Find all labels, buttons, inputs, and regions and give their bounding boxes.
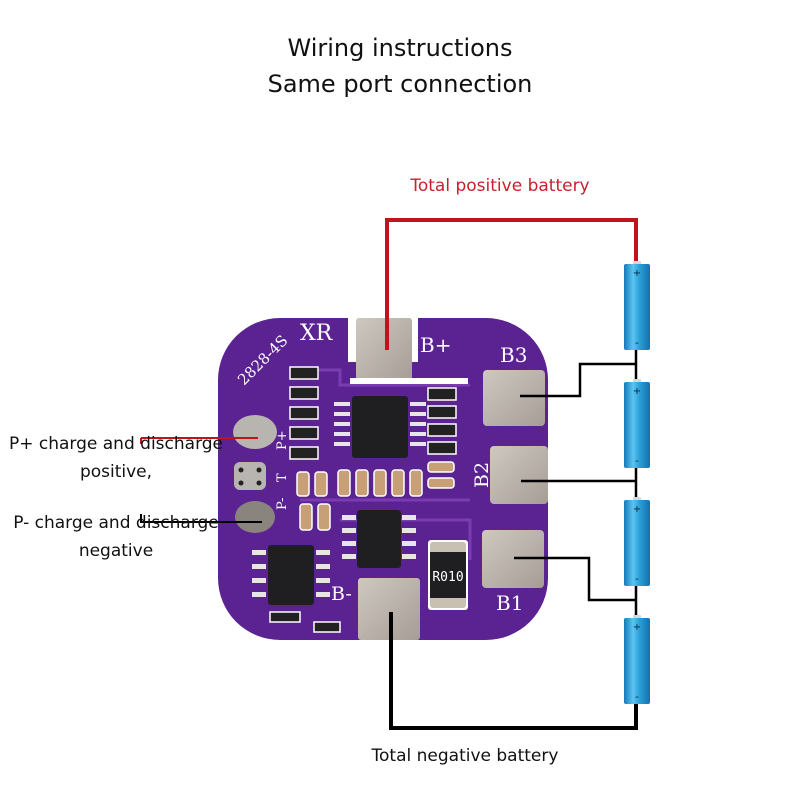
b3-wire <box>520 362 636 398</box>
battery-minus-sign: - <box>635 454 639 467</box>
total-negative-label: Total negative battery <box>371 746 559 766</box>
battery-stack: +-+-+-+- <box>624 261 650 704</box>
battery-body <box>624 618 650 704</box>
shunt-resistor <box>430 552 466 598</box>
battery-plus-sign: + <box>633 622 641 633</box>
t-port <box>234 462 266 490</box>
b-plus-pad <box>356 318 412 380</box>
t-silk-label: T <box>275 473 290 482</box>
resistor-column-right <box>427 387 457 455</box>
b1-pad <box>482 530 544 588</box>
b-plus-label: B+ <box>420 333 451 357</box>
p-plus-label-line2: positive, <box>79 462 153 482</box>
diagram-subtitle: Same port connection <box>267 70 533 98</box>
battery-plus-sign: + <box>633 504 641 515</box>
p-minus-port <box>235 501 275 533</box>
battery-body <box>624 264 650 350</box>
b2-pad <box>490 446 548 504</box>
b1-wire <box>514 556 636 602</box>
main-ic <box>352 396 408 458</box>
total-positive-label: Total positive battery <box>410 176 590 196</box>
p-minus-label-line2: negative <box>78 541 154 561</box>
diagram-title: Wiring instructions <box>287 34 513 62</box>
main-ic-pins <box>334 402 426 446</box>
battery-minus-sign: - <box>635 336 639 349</box>
battery-cell: +- <box>624 497 650 586</box>
b1-label: B1 <box>496 591 523 615</box>
battery-cell: +- <box>624 261 650 350</box>
mosfet-2 <box>268 545 314 605</box>
b-minus-label: B- <box>331 583 352 605</box>
battery-minus-sign: - <box>635 572 639 585</box>
p-plus-port <box>233 415 277 449</box>
p-minus-silk-label: P- <box>275 498 290 510</box>
board-brand-label: XR <box>300 321 334 346</box>
p-plus-label-line1: P+ charge and discharge <box>8 434 224 454</box>
bms-board: R010 2828-4S XR B+ B3 B2 B1 B- P+ T P- <box>218 318 548 640</box>
capacitor-row <box>296 461 455 531</box>
b3-label: B3 <box>500 343 527 367</box>
p-minus-label-line1: P- charge and discharge <box>13 513 219 533</box>
p-plus-silk-label: P+ <box>275 430 290 450</box>
total-negative-wire <box>389 612 638 730</box>
total-positive-wire <box>385 218 638 350</box>
shunt-label: R010 <box>432 570 463 585</box>
b2-label: B2 <box>471 462 493 488</box>
battery-cell: +- <box>624 615 650 704</box>
b-minus-pad <box>358 578 420 640</box>
battery-body <box>624 500 650 586</box>
battery-minus-sign: - <box>635 690 639 703</box>
battery-body <box>624 382 650 468</box>
battery-cell: +- <box>624 379 650 468</box>
b3-pad <box>483 370 545 426</box>
resistor-column-left <box>289 366 319 460</box>
battery-plus-sign: + <box>633 268 641 279</box>
mosfet-1 <box>357 510 401 568</box>
silkscreen-bar <box>350 378 468 384</box>
battery-plus-sign: + <box>633 386 641 397</box>
p-minus-leader <box>140 514 262 523</box>
